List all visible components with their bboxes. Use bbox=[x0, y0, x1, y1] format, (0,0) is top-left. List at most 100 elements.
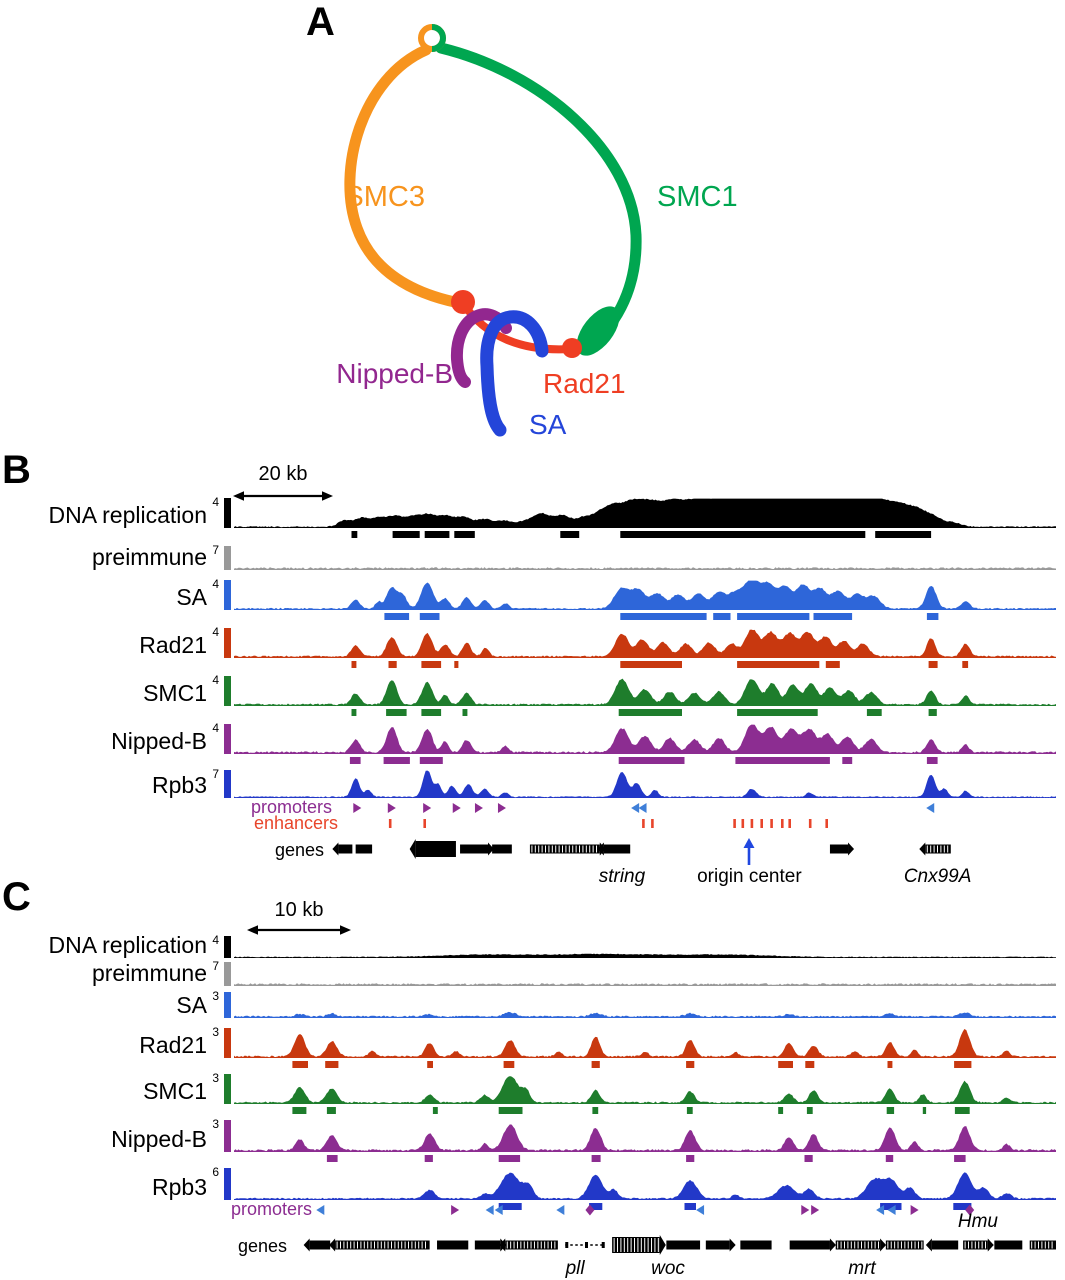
domain-bar bbox=[326, 1155, 338, 1162]
track-yaxis-b-dna-replication bbox=[224, 498, 231, 528]
gene-model bbox=[492, 844, 512, 854]
track-yaxis-b-sa bbox=[224, 580, 231, 610]
track-label-c-sa: SA bbox=[176, 992, 207, 1018]
promoter-mark bbox=[452, 803, 461, 813]
gene-model bbox=[474, 1240, 501, 1250]
track-ymax-c-preimmune: 7 bbox=[212, 959, 219, 973]
track-ymax-b-rad21: 4 bbox=[212, 625, 219, 639]
gene-arrowhead bbox=[329, 1238, 336, 1252]
gene-model bbox=[415, 841, 456, 857]
gene-model bbox=[355, 844, 373, 854]
gene-model bbox=[1029, 1240, 1056, 1250]
nipped-b-hook bbox=[450, 308, 512, 388]
domain-bar bbox=[825, 661, 840, 668]
domain-bar bbox=[737, 661, 820, 668]
domain-bar bbox=[875, 531, 932, 538]
gene-model bbox=[612, 1237, 660, 1253]
domain-bar bbox=[462, 709, 468, 716]
track-signal-c-nipped-b bbox=[234, 1124, 1056, 1152]
promoter-mark bbox=[474, 803, 483, 813]
promoters-row-label-c: promoters bbox=[230, 1199, 312, 1219]
track-ymax-b-smc1: 4 bbox=[212, 673, 219, 687]
track-domains-b-smc1 bbox=[351, 709, 937, 716]
track-signal-c-rpb3 bbox=[234, 1172, 1056, 1200]
gene-arrowhead bbox=[829, 1238, 836, 1252]
domain-bar bbox=[419, 757, 443, 764]
gene-label-mrt: mrt bbox=[848, 1258, 876, 1279]
domain-bar bbox=[454, 661, 459, 668]
enhancer-tick bbox=[770, 819, 773, 828]
enhancer-tick bbox=[825, 819, 828, 828]
domain-bar bbox=[351, 531, 358, 538]
signal-area bbox=[234, 724, 1056, 754]
track-ymax-b-rpb3: 7 bbox=[212, 767, 219, 781]
scalebar-arrow-c bbox=[247, 925, 351, 935]
domain-bar bbox=[684, 1203, 696, 1210]
promoter-mark bbox=[910, 1205, 919, 1215]
smc3-label: SMC3 bbox=[344, 181, 425, 213]
domain-bar bbox=[620, 613, 707, 620]
domain-bar bbox=[954, 1107, 970, 1114]
gene-label-pll: pll bbox=[565, 1258, 585, 1279]
domain-bar bbox=[618, 757, 685, 764]
domain-bar bbox=[686, 1155, 695, 1162]
domain-bar bbox=[432, 1107, 438, 1114]
domain-bar bbox=[326, 1107, 336, 1114]
gene-model bbox=[666, 1240, 701, 1250]
hinge-right-half bbox=[431, 24, 446, 52]
signal-area bbox=[234, 1076, 1056, 1104]
signal-area bbox=[234, 567, 1056, 570]
domain-bar bbox=[954, 1061, 972, 1068]
track-yaxis-c-smc1 bbox=[224, 1074, 231, 1104]
track-domains-b-nipped-b bbox=[349, 757, 938, 764]
panel-b-letter: B bbox=[2, 448, 31, 492]
track-yaxis-b-preimmune bbox=[224, 546, 231, 570]
domain-bar bbox=[842, 757, 853, 764]
gene-model bbox=[338, 844, 353, 854]
domain-bar bbox=[421, 709, 442, 716]
track-label-c-dna-replication: DNA replication bbox=[48, 932, 207, 958]
domain-bar bbox=[737, 709, 818, 716]
cohesin-ring-diagram bbox=[344, 24, 642, 437]
track-signal-b-sa bbox=[234, 580, 1056, 610]
track-signal-c-rad21 bbox=[234, 1028, 1056, 1058]
promoter-mark bbox=[585, 1204, 595, 1216]
track-label-b-sa: SA bbox=[176, 584, 207, 610]
domain-bar bbox=[887, 1061, 893, 1068]
domain-bar bbox=[778, 1107, 784, 1114]
gene-label-woc: woc bbox=[651, 1258, 685, 1279]
domain-bar bbox=[592, 1107, 599, 1114]
gene-arrowhead bbox=[659, 1235, 666, 1255]
domain-bar bbox=[424, 531, 450, 538]
domain-bar bbox=[392, 531, 420, 538]
domain-bar bbox=[805, 1061, 815, 1068]
gene-model bbox=[931, 1240, 959, 1250]
signal-area bbox=[234, 953, 1056, 958]
gene-arrowhead bbox=[987, 1238, 994, 1252]
domain-bar bbox=[454, 531, 475, 538]
enhancer-tick bbox=[733, 819, 736, 828]
signal-area bbox=[234, 580, 1056, 610]
track-label-c-nipped-b: Nipped-B bbox=[111, 1126, 207, 1152]
promoter-mark bbox=[965, 1204, 975, 1216]
gene-arrowhead bbox=[919, 842, 926, 856]
gene-model bbox=[505, 1240, 558, 1250]
track-ymax-c-smc1: 3 bbox=[212, 1071, 219, 1085]
domain-bar bbox=[560, 531, 580, 538]
promoter-mark bbox=[387, 803, 396, 813]
track-signal-c-dna-replication bbox=[234, 953, 1056, 958]
track-ymax-c-rpb3: 6 bbox=[212, 1165, 219, 1179]
track-yaxis-b-smc1 bbox=[224, 676, 231, 706]
panel-a-letter: A bbox=[306, 0, 335, 44]
track-signal-b-rpb3 bbox=[234, 770, 1056, 798]
track-yaxis-c-dna-replication bbox=[224, 936, 231, 958]
signal-area bbox=[234, 498, 1056, 528]
domain-bar bbox=[926, 757, 938, 764]
track-signal-b-dna-replication bbox=[234, 498, 1056, 528]
gene-model bbox=[994, 1240, 1023, 1250]
track-yaxis-c-sa bbox=[224, 992, 231, 1018]
domain-bar bbox=[421, 661, 442, 668]
enhancers-marks-b bbox=[388, 819, 828, 828]
rad21-label: Rad21 bbox=[543, 368, 626, 399]
